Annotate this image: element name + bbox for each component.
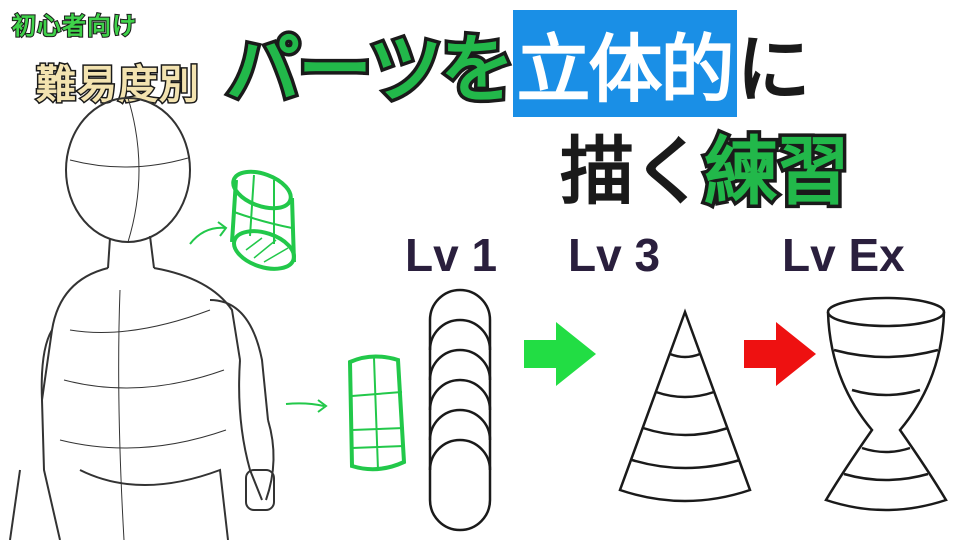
level-1-label: Lv 1 [402,227,499,284]
green-cylinder-sketch [189,169,296,271]
level-3-label: Lv 3 [565,227,662,284]
beginner-tag: 初心者向け [11,11,137,41]
title-draw: 描く [557,126,710,219]
title-line-1: パーツを立体的に [223,10,814,117]
red-arrow-icon [744,322,816,386]
level-ex-label: Lv Ex [780,227,908,284]
title-practice: 練習 [701,126,854,219]
mannequin-figure [9,97,275,540]
title-parts: パーツを [223,24,519,117]
title-3d: 立体的 [512,10,737,117]
level-1-cylinder [428,288,492,532]
green-arrow-icon [524,322,596,386]
title-ni: に [733,24,814,117]
level-3-cone [618,308,752,503]
level-ex-vase [824,296,948,512]
green-box-sketch [285,354,407,472]
difficulty-tag: 難易度別 [35,61,201,110]
title-line-2: 描く練習 [557,112,854,219]
